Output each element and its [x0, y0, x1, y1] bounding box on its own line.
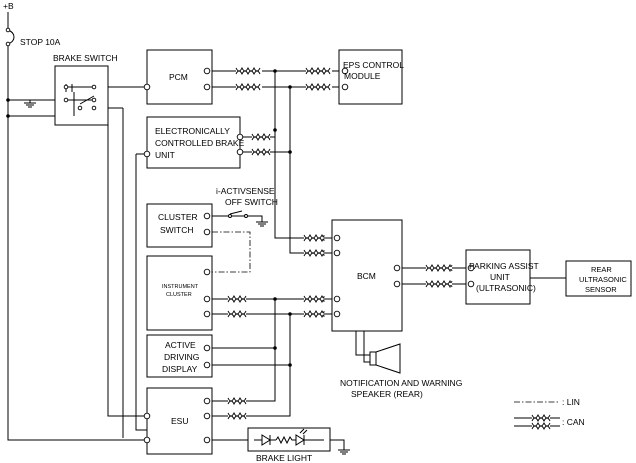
i-activsense-label-1: i-ACTIVSENSE [216, 186, 275, 196]
rear-sensor-box [565, 260, 632, 297]
active-driving-display-box [146, 334, 213, 378]
i-activsense-label-2: OFF SWITCH [225, 197, 278, 207]
can-coils [227, 66, 453, 421]
esu-label: ESU [171, 416, 188, 426]
add-label-2: DRIVING [164, 352, 199, 362]
ecbu-label-2: CONTROLLED BRAKE [155, 138, 245, 148]
parking-assist-label-2: UNIT [490, 272, 510, 282]
ecbu-label-3: UNIT [155, 150, 175, 160]
cluster-switch-label-2: SWITCH [160, 225, 194, 235]
parking-assist-label-3: (ULTRASONIC) [476, 283, 536, 293]
eps-label-2: MODULE [344, 71, 381, 81]
speaker-label-2: SPEAKER (REAR) [351, 389, 423, 399]
brake-switch [54, 65, 109, 126]
parking-assist-label-1: PARKING ASSIST [469, 261, 539, 271]
pcm-box [143, 49, 213, 105]
lin-lines [212, 231, 251, 273]
speaker-icon [369, 343, 401, 374]
pcm-label: PCM [169, 72, 188, 82]
cluster-switch-label-1: CLUSTER [158, 212, 198, 222]
brake-light-icon [247, 427, 331, 452]
fuse-label: STOP 10A [20, 37, 61, 47]
legend-lin-label: : LIN [562, 397, 580, 407]
add-label-3: DISPLAY [162, 364, 198, 374]
ground-icon [24, 102, 350, 455]
bcm-label: BCM [357, 271, 376, 281]
brake-switch-label: BRAKE SWITCH [53, 53, 118, 63]
eps-label-1: EPS CONTROL [343, 60, 404, 70]
power-label: +B [3, 1, 14, 11]
esu-box [143, 387, 213, 455]
cluster-switch-box [146, 203, 213, 248]
legend [514, 401, 560, 431]
eps-box [338, 49, 403, 105]
instrument-cluster-label-2: CLUSTER [166, 292, 192, 298]
rear-sensor-label-2: ULTRASONIC [579, 275, 627, 284]
ecbu-label-1: ELECTRONICALLY [155, 126, 230, 136]
rear-sensor-label-1: REAR [591, 265, 612, 274]
ecbu-box [143, 116, 244, 169]
speaker-label-1: NOTIFICATION AND WARNING [340, 378, 462, 388]
legend-can-label: : CAN [562, 417, 585, 427]
bcm-box [331, 219, 403, 332]
i-activsense-switch-icon [228, 210, 248, 218]
instrument-cluster-label-1: INSTRUMENT [162, 284, 199, 290]
parking-assist-box [465, 249, 531, 305]
junction-dots [6, 69, 292, 367]
add-label-1: ACTIVE [165, 340, 196, 350]
rear-sensor-label-3: SENSOR [585, 285, 617, 294]
fuse-icon [5, 27, 15, 47]
instrument-cluster-box [146, 255, 213, 331]
brake-light-label: BRAKE LIGHT [256, 453, 312, 463]
